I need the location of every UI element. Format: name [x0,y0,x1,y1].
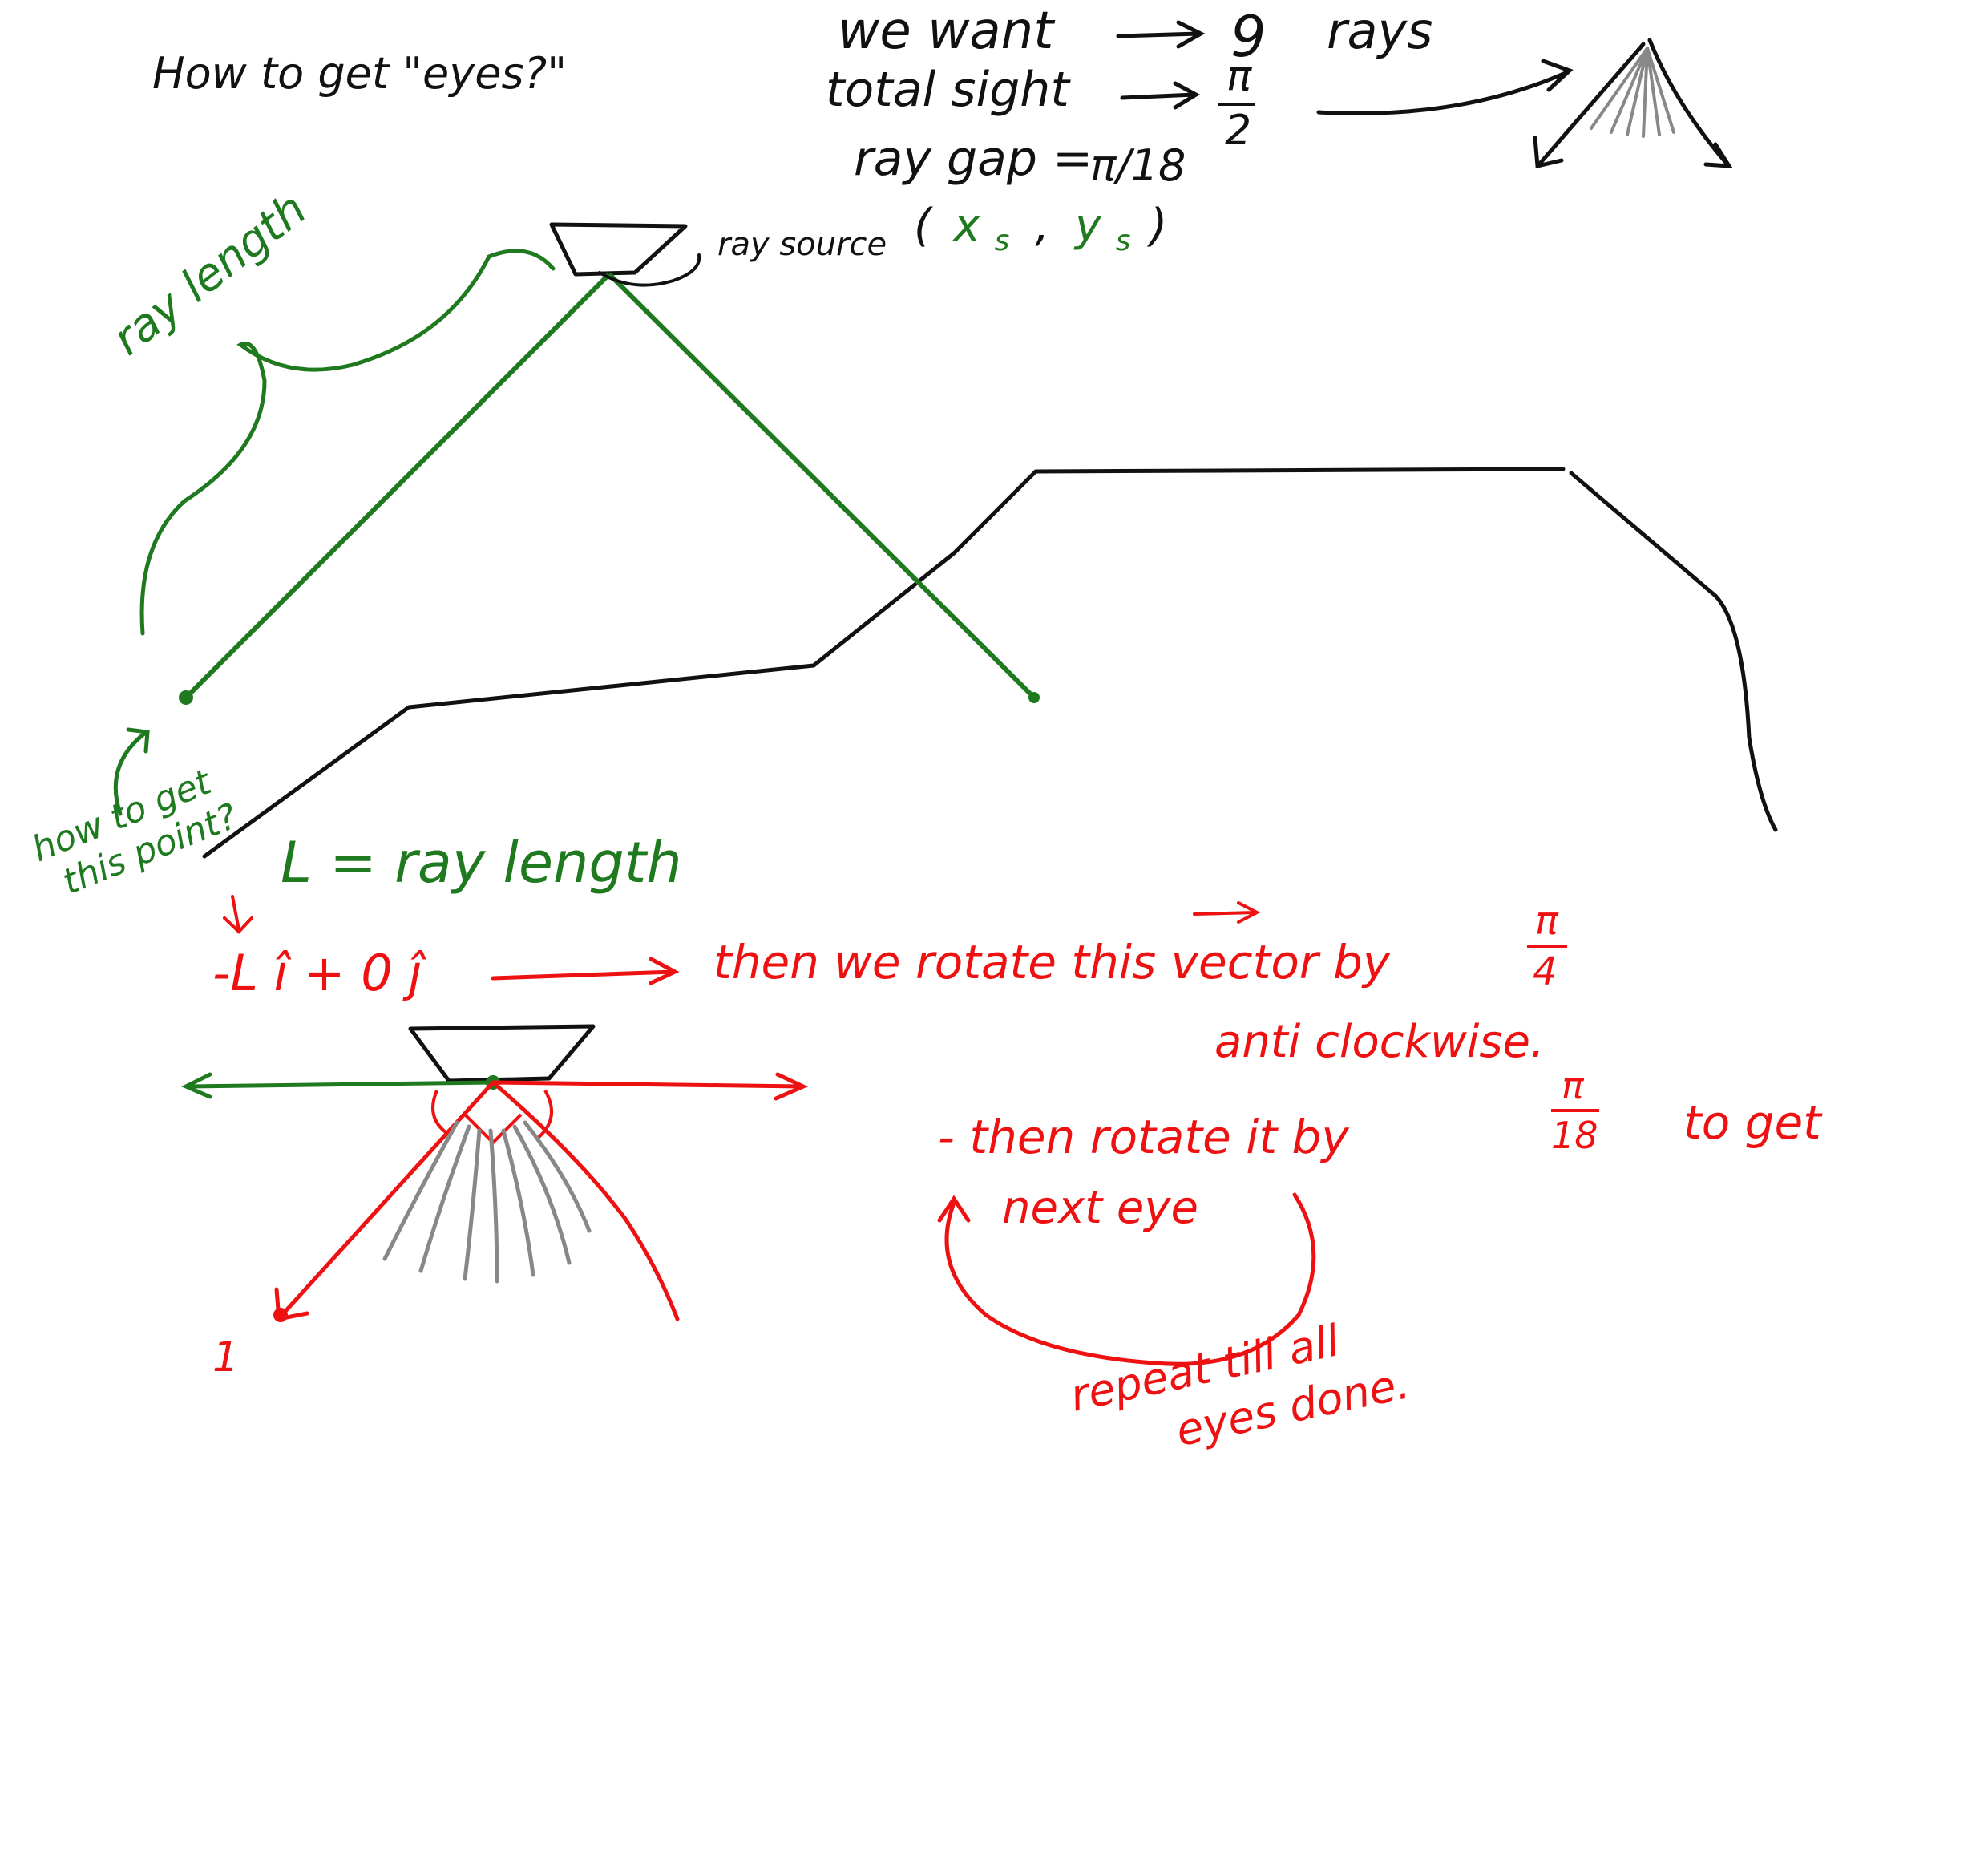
lower-red-arrowhead [774,1072,809,1101]
step1-text: then we rotate this vector by [713,935,1391,989]
fan-sketch-right-ray [1647,38,1733,168]
parameters-block: we want 9 rays total sight π 2 ray gap =… [826,2,1574,191]
angle-arc-right [535,1090,553,1140]
step1-continued: anti clockwise. [1214,1016,1545,1068]
green-ray-left [184,272,612,700]
green-ray-right [607,272,1036,700]
step1-frac-den: 4 [1533,949,1558,994]
param-ray-gap: ray gap = [854,131,1093,187]
repeat-label: repeat till all eyes done. [1066,1303,1414,1477]
arrow-to-fan-sketch [1316,59,1574,115]
ray-source-label: ray source [717,226,887,263]
arrow-total-sight [1120,81,1201,110]
ray-source-leader [598,253,701,287]
initial-vector: -L î + 0 ĵ [212,944,426,1002]
param-rays-word: rays [1327,2,1432,60]
red-ray-1-endpoint [273,1308,288,1322]
ray-length-brace [139,249,556,636]
lower-green-arrowhead [181,1072,212,1099]
param-total-sight: total sight [826,62,1071,118]
step2-continued: next eye [1002,1182,1198,1234]
title: How to get "eyes?" [152,48,567,99]
car-body-upper [549,222,688,277]
ray-endpoint-right [1028,692,1040,703]
step2-frac-num: π [1562,1064,1585,1107]
car-body-lower [408,1024,596,1083]
ray-length-label-curved: ray length [103,183,317,366]
ray-endpoint-left [179,690,193,705]
lower-green-ray [188,1080,494,1089]
lower-red-ray [492,1080,802,1089]
step2-suffix: to get [1683,1095,1823,1150]
gray-ray-fan [382,1120,592,1284]
vector-arrow-accent [1193,901,1261,924]
terrain-outline [202,467,1778,859]
ray-index-label: 1 [212,1333,239,1382]
step1-frac-num: π [1535,899,1559,944]
fan-sketch-left-ray [1533,42,1646,169]
arrow-vector-to-step1 [491,957,680,985]
L-definition: L = ray length [281,830,682,896]
param-ray-gap-value: π/18 [1090,140,1186,191]
param-rays-count: 9 [1230,4,1267,70]
red-down-arrow [223,895,253,934]
step2-text: - then rotate it by [938,1110,1349,1164]
param-we-want: we want [838,2,1056,61]
param-sight-den: 2 [1225,107,1251,155]
ray-source-coords: ( x s , y s ) [914,200,1167,261]
fan-sketch [1533,38,1733,169]
angle-arc-left [431,1090,451,1136]
step2-frac-den: 18 [1551,1114,1598,1157]
how-to-get-arrow [113,727,150,816]
how-to-get-point-label: how to get this point? [26,757,243,908]
red-ray-last [491,1080,680,1321]
repeat-loop-arrow [937,1192,1316,1366]
red-ray-1 [279,1081,495,1318]
arrow-we-want [1116,20,1206,49]
param-sight-num: π [1226,52,1252,100]
